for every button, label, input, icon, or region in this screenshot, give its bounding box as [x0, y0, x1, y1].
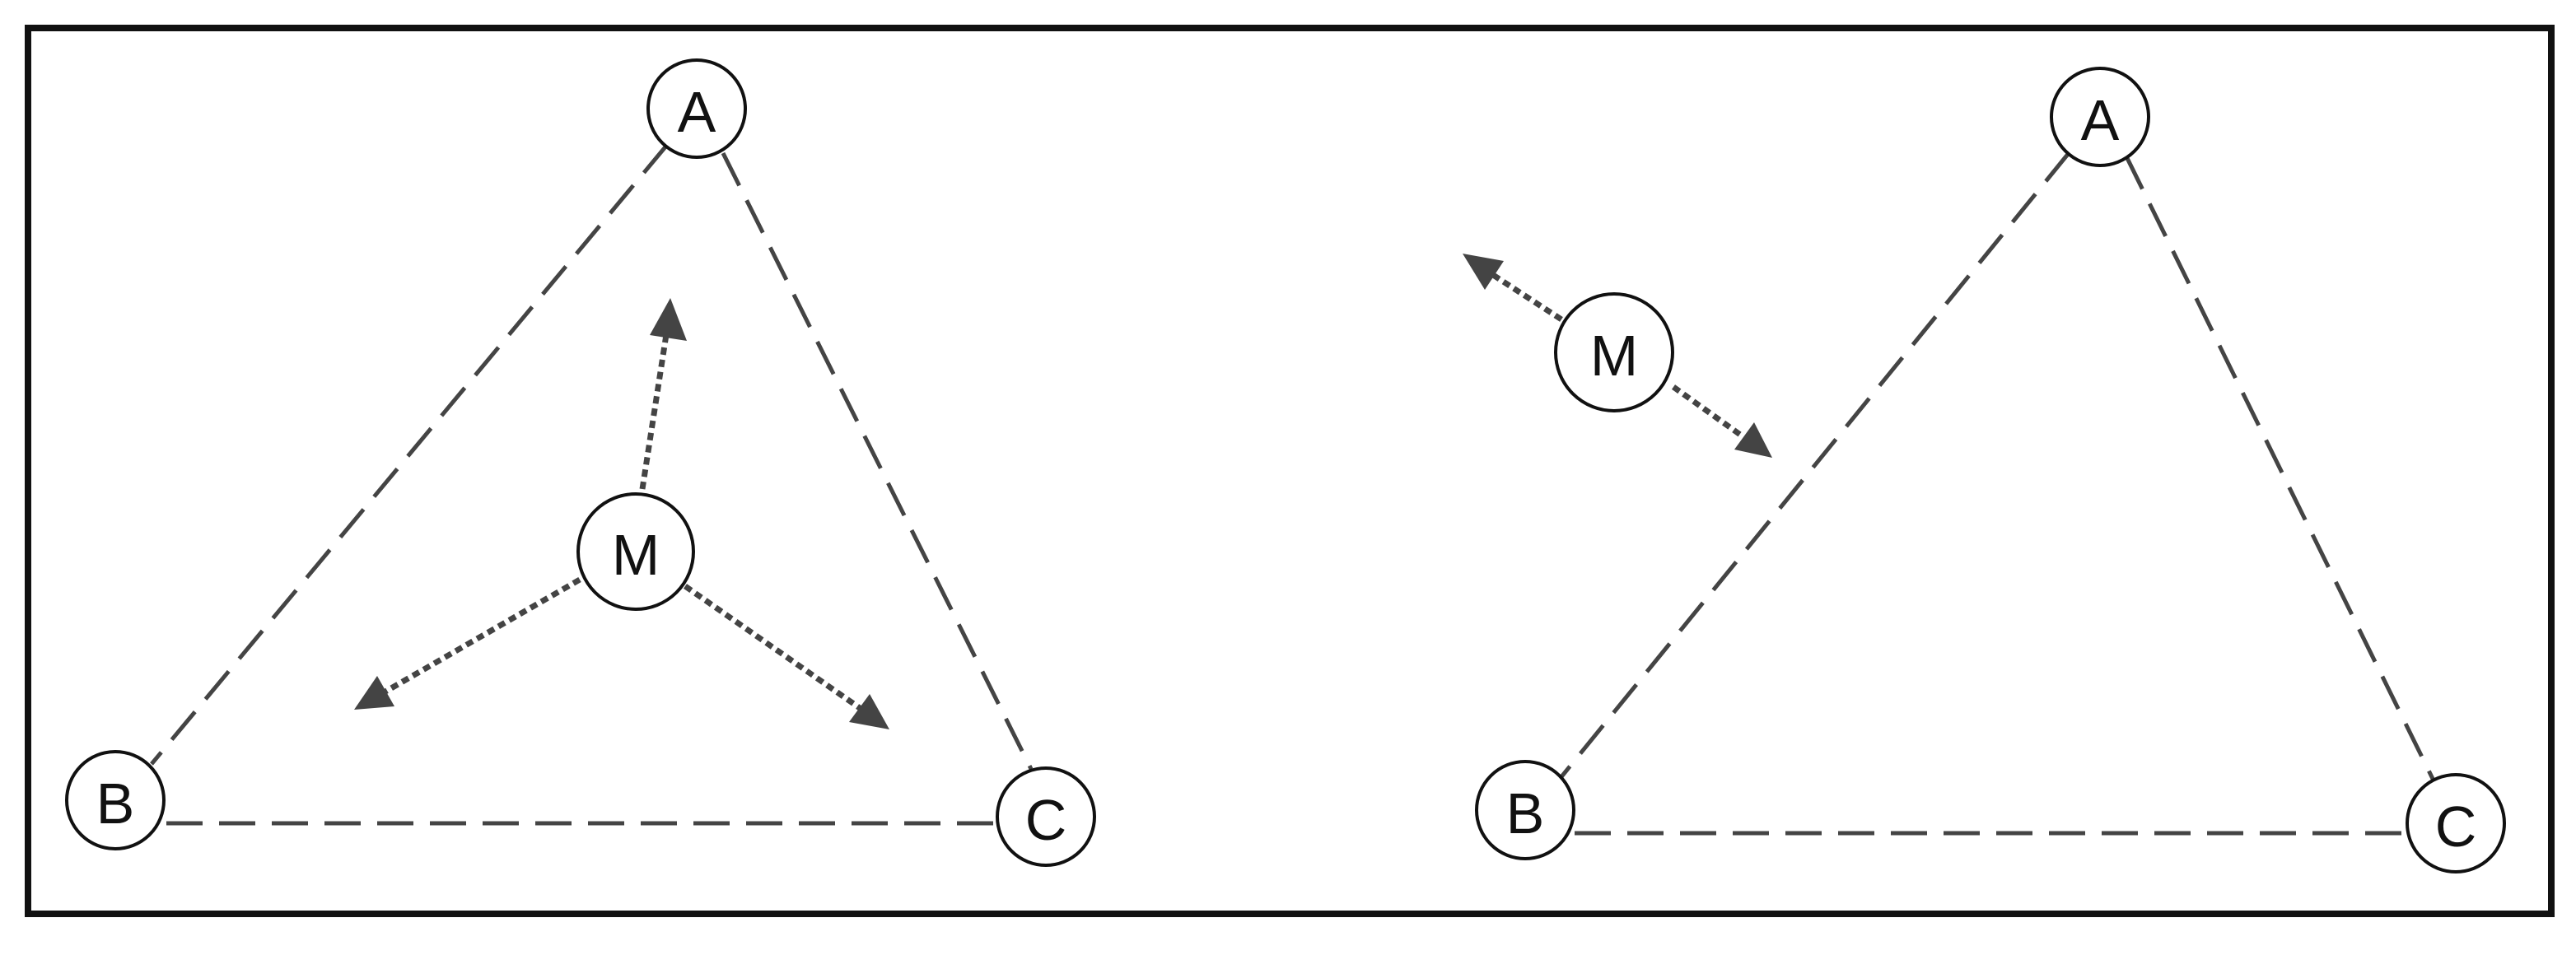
- node-m-label: M: [1590, 324, 1638, 388]
- node-a-label: A: [678, 80, 716, 144]
- node-a-label: A: [2081, 88, 2120, 152]
- arrow-m-upleft-head: [1463, 254, 1504, 290]
- arrow-m-left-head: [354, 676, 394, 710]
- node-b-label: B: [96, 771, 135, 836]
- node-a: A: [646, 58, 747, 159]
- arrow-m-upleft-shaft: [1489, 271, 1563, 322]
- edge-a-b: [150, 143, 669, 766]
- arrow-m-left-shaft: [384, 576, 581, 695]
- node-c: C: [2406, 773, 2506, 873]
- node-m: M: [576, 492, 695, 611]
- node-b: B: [65, 750, 166, 850]
- node-a: A: [2050, 67, 2150, 167]
- node-b: B: [1475, 760, 1575, 860]
- arrow-m-up-shaft: [639, 328, 670, 490]
- edge-a-c: [721, 151, 1034, 771]
- node-b-label: B: [1506, 781, 1545, 846]
- node-c-label: C: [1025, 788, 1067, 852]
- arrow-m-downright-head: [1734, 422, 1772, 458]
- arrow-m-right-head: [849, 694, 889, 729]
- node-c-label: C: [2435, 794, 2477, 859]
- node-m-label: M: [612, 523, 660, 587]
- edge-a-b: [1558, 151, 2070, 780]
- diagram-frame: [25, 25, 2555, 917]
- arrow-m-downright-shaft: [1671, 384, 1745, 439]
- node-m: M: [1554, 292, 1674, 412]
- edge-a-c: [2124, 155, 2437, 784]
- panel-right: A B C M: [1463, 67, 2506, 873]
- panel-left: A B C M: [65, 58, 1096, 867]
- node-c: C: [996, 766, 1096, 867]
- arrow-m-up-head: [650, 298, 687, 341]
- arrow-m-right-shaft: [683, 584, 862, 710]
